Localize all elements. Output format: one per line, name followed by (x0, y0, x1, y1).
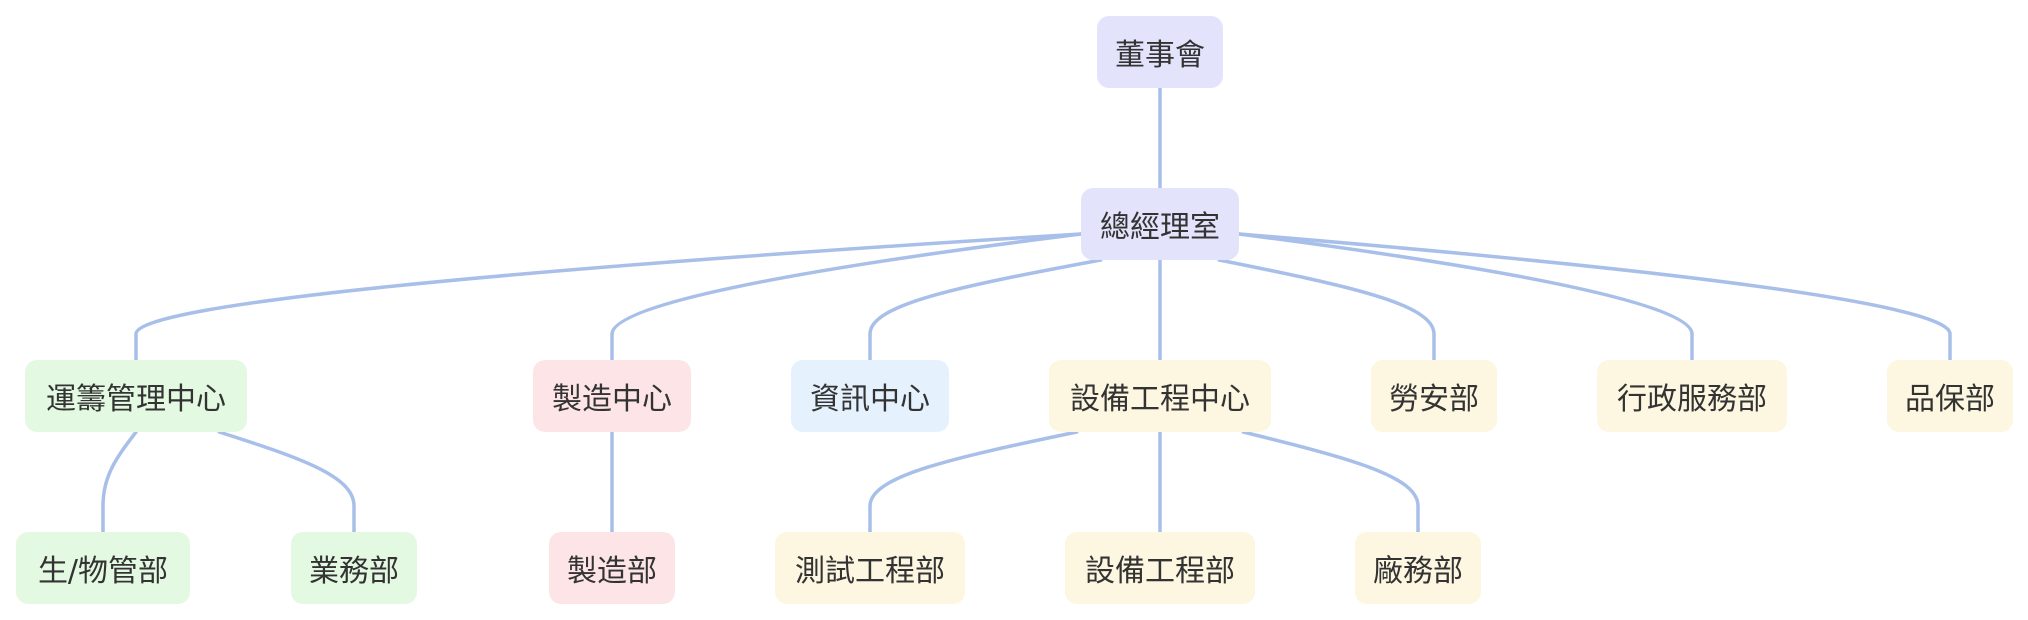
node-general-manager-office: 總經理室 (1081, 188, 1239, 260)
node-labor-safety-dept-label: 勞安部 (1389, 382, 1479, 417)
node-manufacturing-dept: 製造部 (549, 532, 675, 604)
node-quality-assurance-dept: 品保部 (1887, 360, 2013, 432)
node-equipment-engineering-dept-label: 設備工程部 (1085, 554, 1235, 589)
node-test-engineering-dept: 測試工程部 (775, 532, 965, 604)
node-plant-affairs-dept: 廠務部 (1355, 532, 1481, 604)
node-board-label: 董事會 (1115, 38, 1205, 73)
node-equipment-engineering-dept: 設備工程部 (1065, 532, 1255, 604)
node-production-material-dept: 生/物管部 (16, 532, 190, 604)
node-labor-safety-dept: 勞安部 (1371, 360, 1497, 432)
connector-gm-to-qa (1237, 232, 1952, 362)
node-production-material-dept-label: 生/物管部 (37, 554, 169, 589)
node-equipment-engineering-center-label: 設備工程中心 (1070, 382, 1250, 417)
node-it-center: 資訊中心 (791, 360, 949, 432)
connector-gm-to-mfg (610, 232, 1083, 362)
connector-ops-to-pmc (101, 430, 138, 534)
node-test-engineering-dept-label: 測試工程部 (795, 554, 945, 589)
node-sales-dept-label: 業務部 (309, 554, 399, 589)
node-it-center-label: 資訊中心 (810, 382, 930, 417)
node-board: 董事會 (1097, 16, 1223, 88)
node-admin-service-dept: 行政服務部 (1597, 360, 1787, 432)
node-manufacturing-dept-label: 製造部 (567, 554, 657, 589)
node-sales-dept: 業務部 (291, 532, 417, 604)
connector-eqc-to-plant (1241, 430, 1420, 534)
node-manufacturing-center: 製造中心 (533, 360, 691, 432)
node-general-manager-office-label: 總經理室 (1100, 210, 1220, 245)
node-admin-service-dept-label: 行政服務部 (1617, 382, 1767, 417)
node-operations-center: 運籌管理中心 (25, 360, 247, 432)
connector-gm-to-admin (1237, 232, 1694, 362)
connector-gm-to-it (868, 258, 1103, 362)
node-operations-center-label: 運籌管理中心 (46, 382, 226, 417)
node-plant-affairs-dept-label: 廠務部 (1373, 554, 1463, 589)
connector-ops-to-sales (217, 430, 356, 534)
connector-eqc-to-test (868, 430, 1079, 534)
node-manufacturing-center-label: 製造中心 (552, 382, 672, 417)
node-quality-assurance-dept-label: 品保部 (1905, 382, 1995, 417)
connector-gm-to-labor (1217, 258, 1436, 362)
connector-gm-to-ops (134, 232, 1083, 362)
node-equipment-engineering-center: 設備工程中心 (1049, 360, 1271, 432)
